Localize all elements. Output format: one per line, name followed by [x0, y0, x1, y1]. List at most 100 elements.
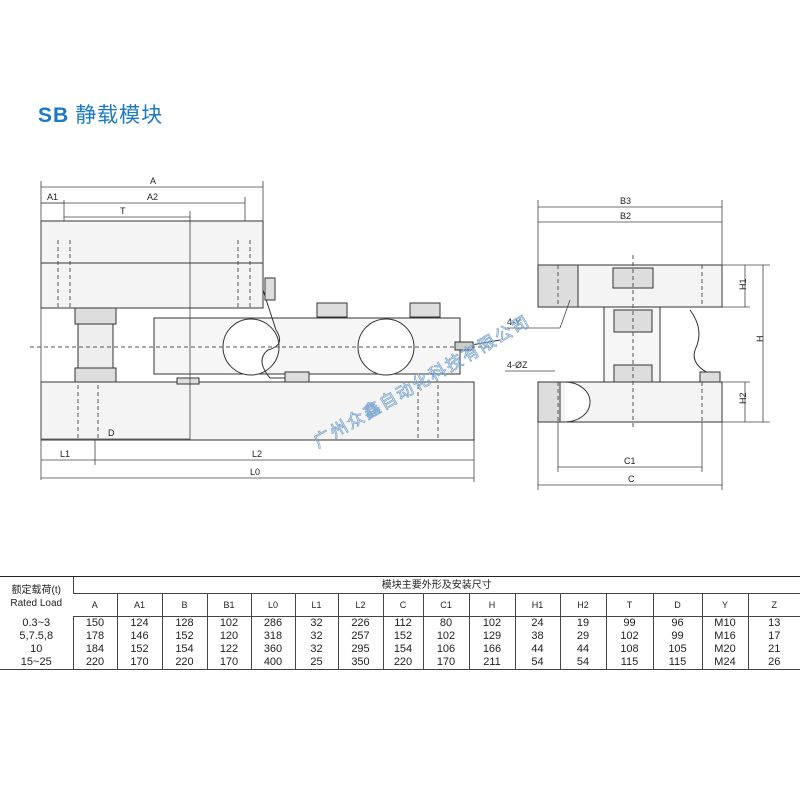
dim-T: T: [120, 206, 126, 216]
table-cell: 26: [747, 656, 800, 670]
table-cell: 400: [250, 656, 295, 670]
column-header-l0: L0: [250, 593, 295, 617]
table-cell: 220: [72, 656, 117, 670]
table-cell: 24: [514, 616, 560, 630]
column-header-h: H: [468, 593, 515, 617]
table-cell: 146: [116, 630, 162, 643]
dim-C1: C1: [624, 456, 636, 466]
table-cell: 54: [559, 656, 606, 670]
dim-Z: 4-ØZ: [507, 360, 528, 370]
table-cell: M24: [701, 656, 748, 670]
table-cell: M16: [701, 630, 748, 643]
table-cell: 152: [382, 630, 423, 643]
technical-drawing: A A1 A2 T D L1 L2 L0 B3 B2 C1 C 4-Y 4-ØZ…: [30, 176, 770, 490]
table-cell: 102: [206, 616, 251, 630]
table-cell: 184: [72, 643, 117, 656]
table-cell: 129: [468, 630, 515, 643]
table-cell: 120: [206, 630, 251, 643]
rated-load-cell: 15~25: [0, 656, 73, 670]
table-cell: 44: [514, 643, 560, 656]
front-view: [30, 220, 501, 441]
table-cell: 108: [605, 643, 653, 656]
table-cell: 178: [72, 630, 117, 643]
dim-A2: A2: [147, 192, 158, 202]
table-cell: 99: [605, 616, 653, 630]
dim-B3: B3: [620, 196, 631, 206]
dim-B2: B2: [620, 211, 631, 221]
dimensions-group-header: 模块主要外形及安装尺寸: [72, 576, 800, 594]
table-cell: 295: [337, 643, 383, 656]
column-header-h2: H2: [559, 593, 606, 617]
table-cell: 32: [294, 630, 338, 643]
rated-load-header: 额定载荷(t)Rated Load: [0, 576, 73, 617]
table-cell: 226: [337, 616, 383, 630]
table-cell: 124: [116, 616, 162, 630]
table-cell: 80: [422, 616, 469, 630]
column-header-c1: C1: [422, 593, 469, 617]
table-cell: 99: [652, 630, 702, 643]
column-header-d: D: [652, 593, 702, 617]
rated-load-cell: 5,7.5,8: [19, 630, 54, 642]
table-cell: 21: [747, 643, 800, 656]
dim-H: H: [755, 336, 765, 343]
column-header-y: Y: [701, 593, 748, 617]
dim-L0: L0: [250, 467, 260, 477]
rated-load-header-cn: 额定载荷(t): [11, 584, 61, 596]
table-cell: 19: [559, 616, 606, 630]
table-cell: 360: [250, 643, 295, 656]
table-cell: 32: [294, 616, 338, 630]
column-header-b1: B1: [206, 593, 251, 617]
column-header-l1: L1: [294, 593, 338, 617]
table-cell: 115: [605, 656, 653, 670]
table-cell: 211: [468, 656, 515, 670]
dim-A: A: [150, 176, 156, 186]
table-cell: 152: [116, 643, 162, 656]
column-header-a: A: [73, 593, 117, 617]
column-header-h1: H1: [514, 593, 560, 617]
column-header-z: Z: [747, 593, 800, 617]
table-cell: 122: [206, 643, 251, 656]
column-header-t: T: [605, 593, 653, 617]
rated-load-header-en: Rated Load: [10, 597, 63, 609]
table-cell: 102: [605, 630, 653, 643]
table-cell: 154: [382, 643, 423, 656]
table-cell: 350: [337, 656, 383, 670]
table-cell: 44: [559, 643, 606, 656]
table-cell: 318: [250, 630, 295, 643]
column-header-l2: L2: [337, 593, 383, 617]
table-cell: 170: [422, 656, 469, 670]
table-cell: 17: [747, 630, 800, 643]
title-code: SB: [38, 104, 70, 127]
table-cell: 115: [652, 656, 702, 670]
table-cell: 29: [559, 630, 606, 643]
table-cell: 152: [161, 630, 207, 643]
table-cell: 257: [337, 630, 383, 643]
dim-Y: 4-Y: [507, 317, 521, 327]
table-cell: 112: [382, 616, 423, 630]
table-cell: 106: [422, 643, 469, 656]
table-cell: 25: [294, 656, 338, 670]
title-name: 静载模块: [75, 104, 164, 127]
table-cell: 128: [161, 616, 207, 630]
dim-D: D: [108, 428, 115, 438]
dim-L1: L1: [60, 449, 70, 459]
table-cell: 150: [72, 616, 117, 630]
table-cell: M20: [701, 643, 748, 656]
table-cell: M10: [701, 616, 748, 630]
dim-L2: L2: [252, 449, 262, 459]
dim-H1: H1: [738, 278, 748, 290]
dim-H2: H2: [738, 392, 748, 404]
table-cell: 286: [250, 616, 295, 630]
table-cell: 96: [652, 616, 702, 630]
table-cell: 220: [161, 656, 207, 670]
table-cell: 105: [652, 643, 702, 656]
rated-load-cell: 0.3~3: [22, 616, 51, 629]
table-cell: 166: [468, 643, 515, 656]
table-cell: 102: [468, 616, 515, 630]
table-cell: 102: [422, 630, 469, 643]
table-cell: 54: [514, 656, 560, 670]
